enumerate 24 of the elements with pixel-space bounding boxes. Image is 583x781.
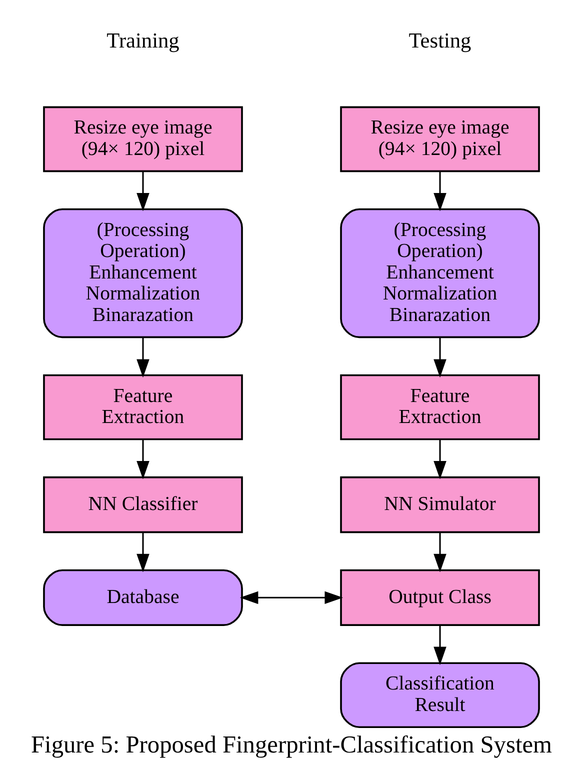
node-box: (Processing Operation) Enhancement Normalization Binarazation: [43, 208, 243, 338]
node-box: (Processing Operation) Enhancement Normalization Binarazation: [340, 208, 540, 338]
node-box: Resize eye image (94× 120) pixel: [43, 106, 243, 172]
node-box: Database: [43, 569, 243, 626]
label: Training: [106, 28, 180, 52]
node-box: Output Class: [340, 569, 540, 626]
arrow: [136, 440, 150, 480]
arrow: [434, 532, 446, 572]
caption: Figure 5: Proposed Fingerprint-Classification System: [31, 732, 552, 759]
arrow: [240, 591, 344, 604]
node-box: Feature Extraction: [43, 374, 243, 440]
node-box: NN Classifier: [43, 476, 243, 534]
node-box: Classification Result: [340, 662, 540, 728]
arrow: [136, 338, 150, 378]
node-box: Feature Extraction: [340, 374, 540, 440]
arrow: [136, 532, 150, 572]
arrow: [434, 440, 446, 480]
arrow: [434, 172, 446, 212]
label: Testing: [408, 28, 472, 52]
arrow: [434, 338, 446, 378]
arrow: [136, 172, 150, 212]
node-box: NN Simulator: [340, 476, 540, 534]
arrow: [434, 625, 446, 666]
node-box: Resize eye image (94× 120) pixel: [340, 106, 540, 172]
